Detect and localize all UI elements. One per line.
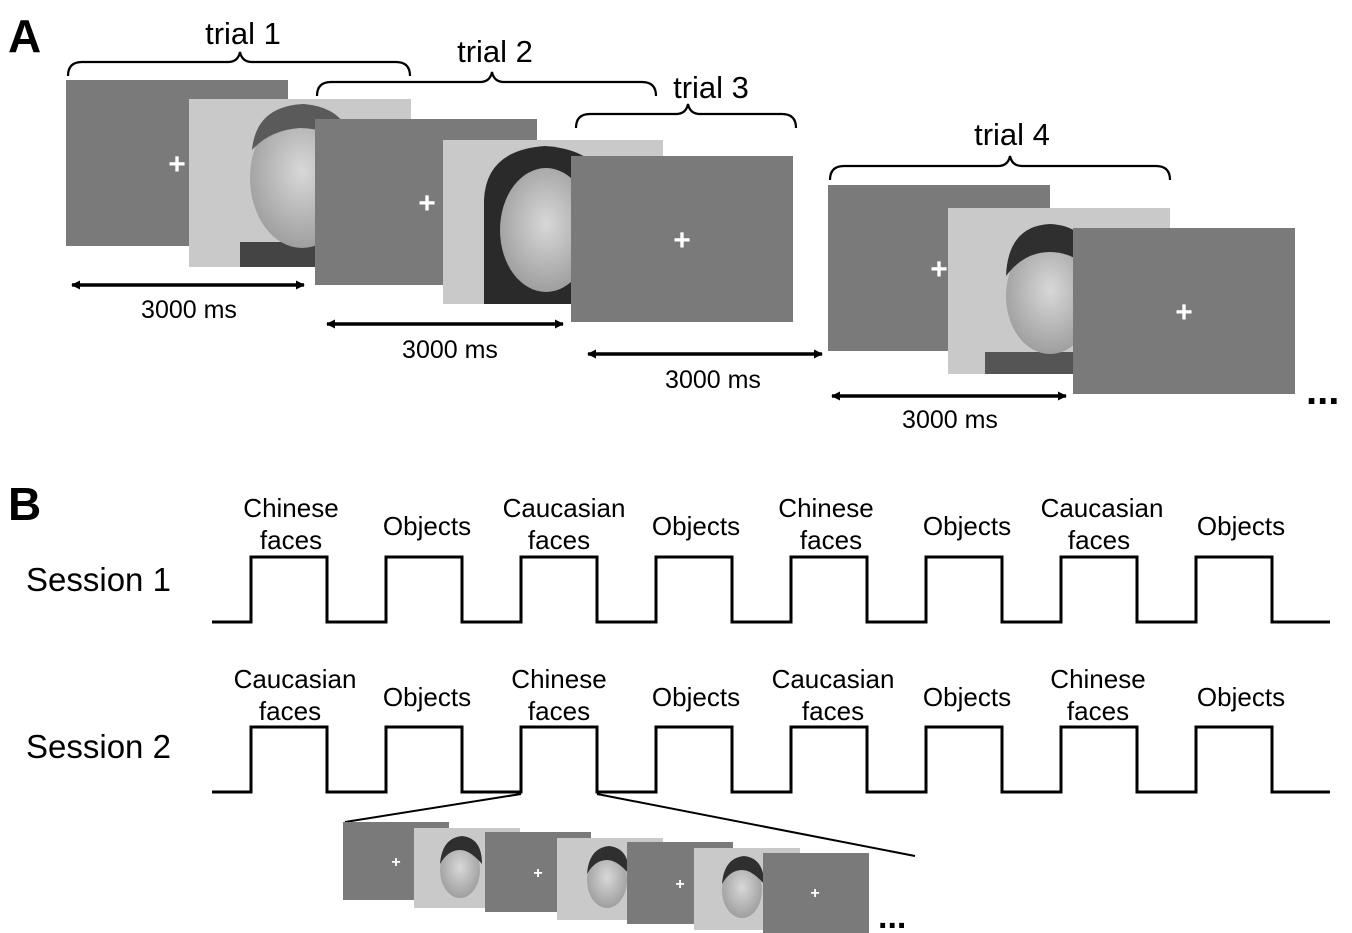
trial-brace [828,155,1172,181]
trial-brace [315,71,658,97]
svg-text:faces: faces [1067,696,1129,726]
fixation-cross: + [673,224,691,257]
fixation-cross: + [930,253,948,286]
svg-text:Caucasian: Caucasian [1041,493,1164,523]
fixation-cross: + [533,865,542,882]
svg-text:Caucasian: Caucasian [772,664,895,694]
svg-text:Chinese: Chinese [778,493,873,523]
duration-label: 3000 ms [902,406,998,434]
duration-label: 3000 ms [141,296,237,324]
session-label: Session 2 [26,728,171,765]
svg-text:faces: faces [1068,525,1130,555]
trial-label: trial 4 [974,117,1050,152]
duration-label: 3000 ms [402,336,498,364]
svg-text:Objects: Objects [652,511,740,541]
svg-text:faces: faces [802,696,864,726]
panel-a-label: A [8,10,41,62]
trial-brace [574,103,798,129]
block-label: Objects [383,682,471,712]
svg-text:Objects: Objects [383,682,471,712]
block-timeline [212,555,1330,624]
fixation-cross: + [391,854,400,871]
fixation-screen [763,853,869,933]
panel-b-label: B [8,478,41,530]
block-label: Objects [923,511,1011,541]
fixation-cross: + [418,187,436,220]
block-label: Objects [1197,511,1285,541]
trial-2: trial 2 + 3000 ms [315,34,793,364]
fixation-screen [1073,228,1295,394]
svg-text:Chinese: Chinese [243,493,338,523]
svg-text:Objects: Objects [923,511,1011,541]
zoom-line [344,793,522,823]
svg-text:Objects: Objects [383,511,471,541]
session-label: Session 1 [26,561,171,598]
svg-text:Caucasian: Caucasian [503,493,626,523]
trial-4: trial 4 + + 3000 ms [828,117,1295,434]
duration-label: 3000 ms [665,366,761,394]
block-label: Objects [383,511,471,541]
trial-brace [66,51,412,77]
svg-text:Caucasian: Caucasian [234,664,357,694]
svg-text:faces: faces [528,525,590,555]
block-label: Objects [652,511,740,541]
svg-text:Objects: Objects [1197,511,1285,541]
trial-1: trial 1 + + 3000 ms [66,16,537,324]
svg-text:Objects: Objects [923,682,1011,712]
svg-text:faces: faces [259,696,321,726]
svg-text:Objects: Objects [652,682,740,712]
trial-label: trial 1 [205,16,281,51]
continuation-ellipsis: ... [878,898,906,933]
svg-text:faces: faces [528,696,590,726]
trial-label: trial 3 [673,70,749,105]
fixation-cross: + [810,885,819,902]
fixation-cross: + [1175,296,1193,329]
svg-text:Objects: Objects [1197,682,1285,712]
svg-text:Chinese: Chinese [1050,664,1145,694]
block-label: Objects [652,682,740,712]
fixation-cross: + [168,148,186,181]
continuation-ellipsis: ... [1306,369,1339,413]
svg-text:faces: faces [800,525,862,555]
trial-3: trial 3 3000 ms [574,70,823,394]
fixation-cross: + [675,876,684,893]
block-inset-sequence: + + + + ... [343,822,906,933]
svg-text:faces: faces [260,525,322,555]
panel-a: A trial 1 + + 3000 ms trial 2 [8,10,1339,434]
trial-label: trial 2 [457,34,533,69]
svg-text:Chinese: Chinese [511,664,606,694]
block-timeline [212,725,1330,794]
block-label: Objects [923,682,1011,712]
zoom-line [596,793,916,857]
block-label: Objects [1197,682,1285,712]
fixation-screen [571,156,793,322]
